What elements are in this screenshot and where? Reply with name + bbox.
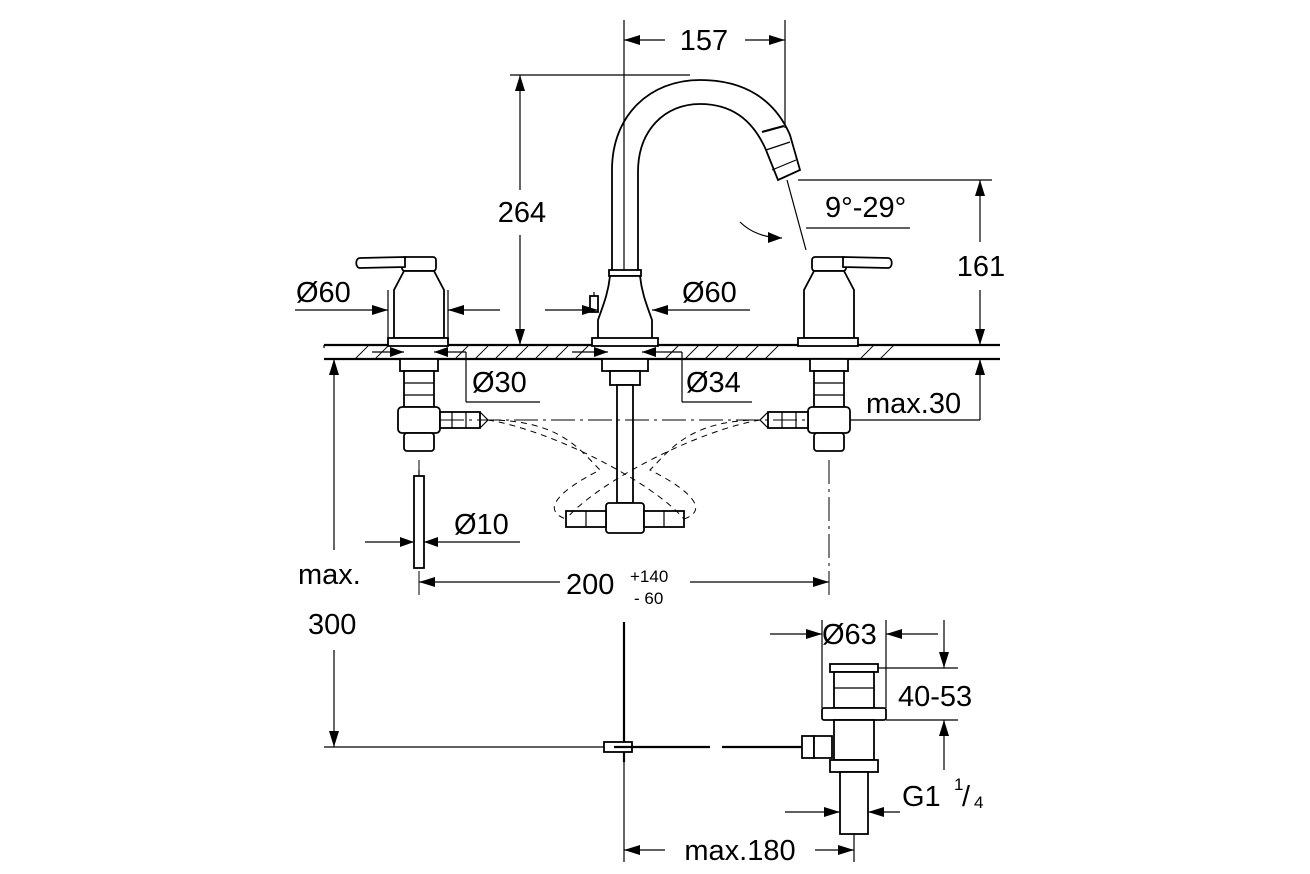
label-hose-length-max: max. [298,559,361,591]
label-spout-reach: 157 [680,25,728,57]
label-drain-thread: G1 [902,781,941,813]
label-handle-diameter: Ø60 [296,277,351,309]
label-drain-flange-range: 40-53 [898,681,972,713]
left-handle [355,256,449,347]
spout-shank [565,358,685,534]
label-handle-spacing-minus: - 60 [634,589,663,608]
popup-drain [603,622,887,835]
label-counter-thickness: max.30 [866,388,961,420]
label-spout-base-diameter: Ø60 [682,277,737,309]
label-drain-flange-diameter: Ø63 [822,619,877,651]
label-rod-reach: max.180 [684,835,795,867]
label-aerator-angle: 9°-29° [825,192,906,224]
supply-hoses [418,419,830,600]
label-handle-spacing-plus: +140 [630,567,668,586]
label-spout-height: 264 [498,197,546,229]
label-handle-height: 161 [957,251,1005,283]
label-hose-diameter: Ø10 [454,509,509,541]
hose-detail [413,470,425,569]
label-drain-thread-numerator: 1 [954,775,963,794]
label-handle-shank-diameter: Ø30 [472,367,527,399]
label-drain-thread-slash: / [962,781,971,813]
label-hose-length-value: 300 [308,609,356,641]
label-handle-spacing: 200 [566,569,614,601]
right-handle [797,256,893,347]
label-drain-thread-denominator: 4 [974,793,983,812]
dimension-labels: 157 264 9°-29° 161 Ø60 Ø60 Ø30 Ø34 max.3… [296,25,1005,867]
label-spout-shank-diameter: Ø34 [686,367,741,399]
dimension-lines [295,20,992,862]
spout [589,79,802,347]
right-valve-body [759,358,851,452]
countertop-hatching [354,344,895,360]
